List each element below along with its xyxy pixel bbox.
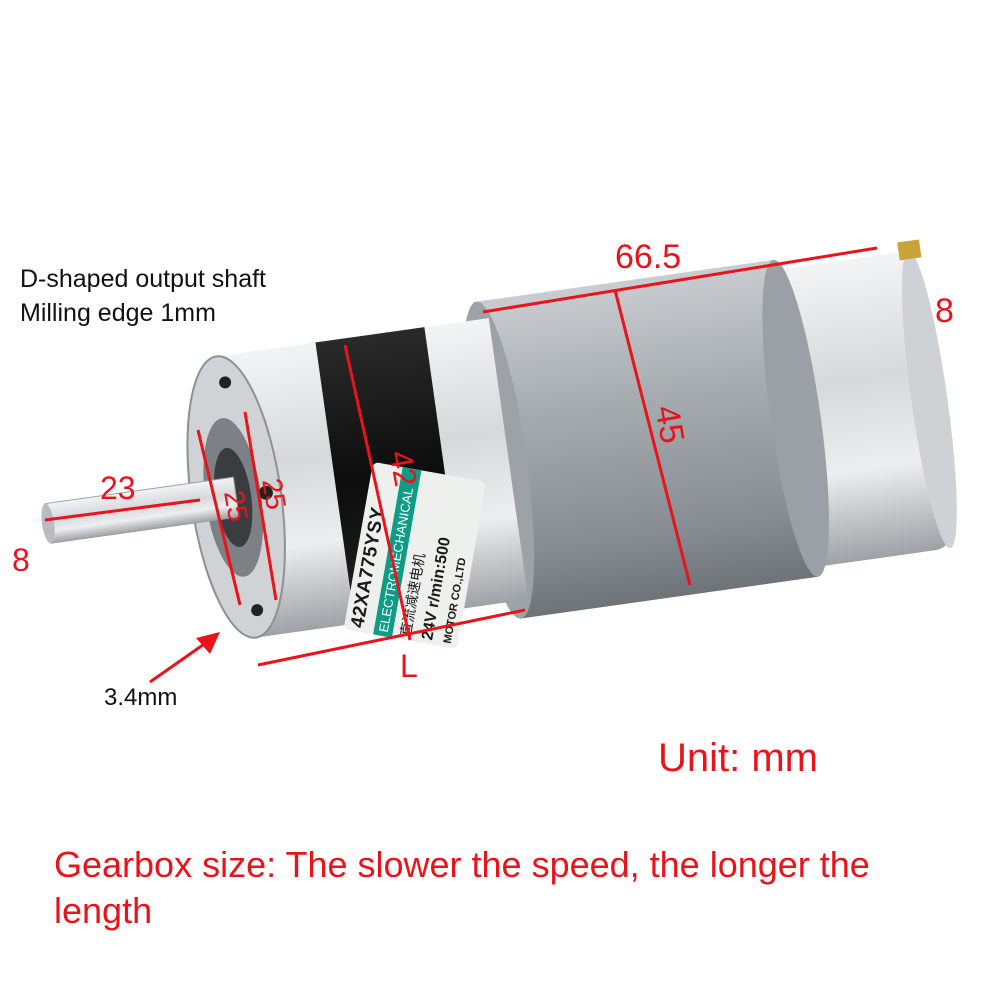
shaft-note-line1: D-shaped output shaft	[20, 265, 266, 293]
dim-42: 42	[382, 447, 425, 490]
terminal-tab	[897, 239, 922, 261]
dim-25b: 25	[256, 475, 293, 512]
dim-line-25a	[196, 429, 242, 606]
dim-line-66-5	[482, 246, 878, 314]
hole-note: 3.4mm	[104, 684, 178, 711]
shaft-note-line2: Milling edge 1mm	[20, 299, 216, 327]
unit-note: Unit: mm	[658, 736, 818, 780]
dim-line-25b	[243, 411, 278, 601]
dim-line-45	[613, 289, 692, 586]
dim-line-l	[257, 608, 526, 667]
motor-body	[476, 259, 818, 619]
dim-23: 23	[100, 470, 136, 506]
arrow-head-icon	[196, 632, 220, 654]
dim-25a: 25	[218, 487, 255, 524]
dim-45: 45	[647, 402, 692, 447]
mount-hole	[219, 376, 232, 389]
dim-l: L	[400, 648, 418, 684]
arrow-hole	[149, 638, 211, 684]
gearbox-note: Gearbox size: The slower the speed, the …	[54, 844, 870, 931]
dimension-lines	[44, 246, 878, 684]
dim-terminal-8: 8	[935, 292, 954, 330]
dim-66-5: 66.5	[615, 238, 682, 276]
dim-line-42	[343, 344, 412, 641]
dim-shaft-8: 8	[12, 542, 30, 578]
dim-line-shaft	[44, 498, 201, 522]
